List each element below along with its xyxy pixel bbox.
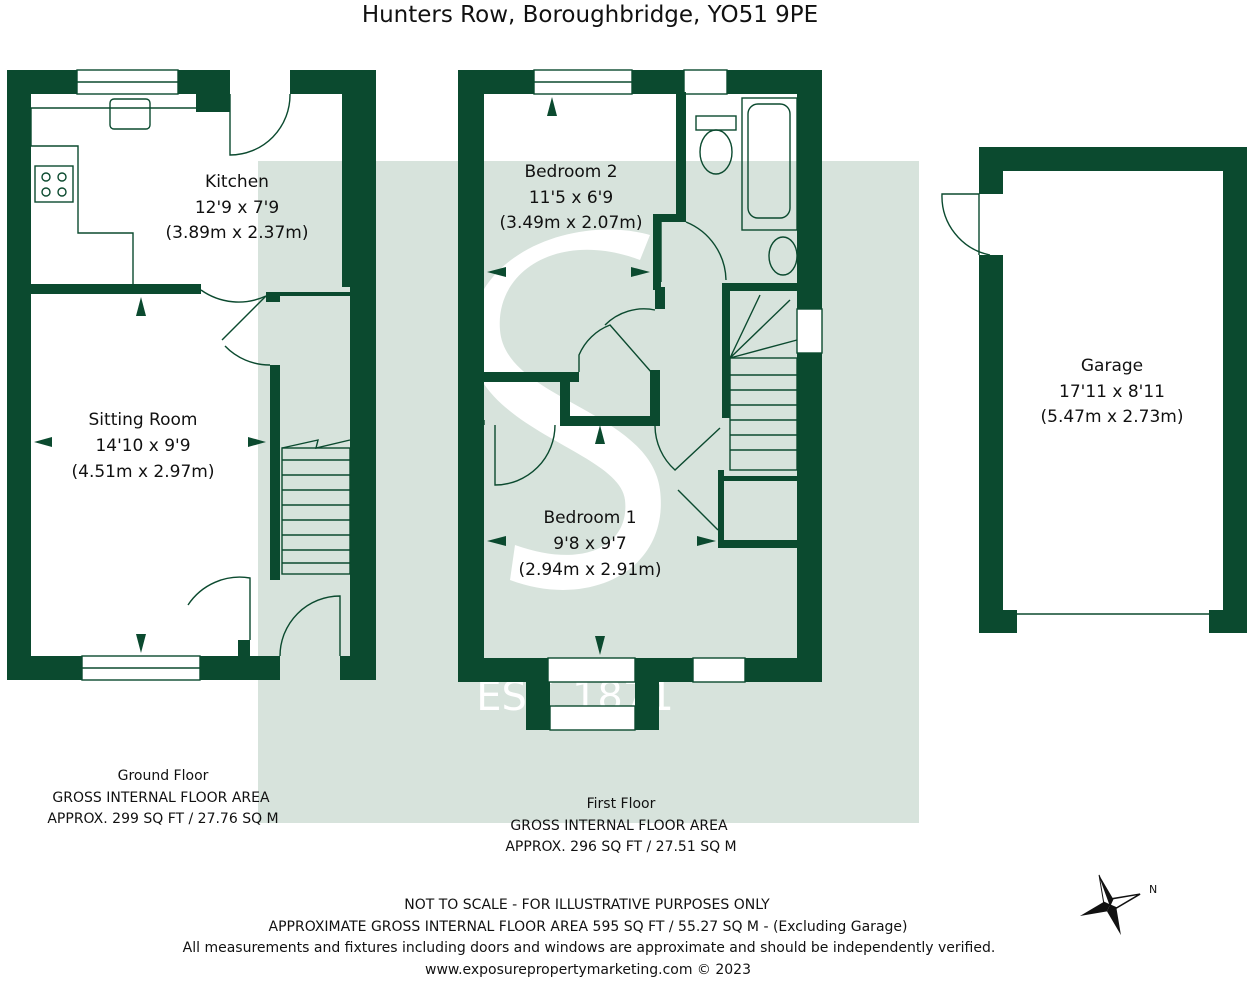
bedroom2-name: Bedroom 2 [524, 162, 617, 182]
sitting-imperial: 14'10 x 9'9 [95, 436, 190, 456]
footer-website: www.exposurepropertymarketing.com © 2023 [425, 962, 751, 978]
room-label-garage: Garage 17'11 x 8'11 (5.47m x 2.73m) [1041, 356, 1184, 427]
sitting-metric: (4.51m x 2.97m) [72, 462, 215, 482]
compass-icon [1079, 874, 1141, 936]
ground-floor-plan [7, 69, 376, 681]
bedroom1-metric: (2.94m x 2.91m) [519, 560, 662, 580]
ground-floor-area: Ground Floor GROSS INTERNAL FLOOR AREA A… [47, 768, 278, 827]
ground-floor-approx: APPROX. 299 SQ FT / 27.76 SQ M [47, 811, 278, 827]
room-label-bedroom2: Bedroom 2 11'5 x 6'9 (3.49m x 2.07m) [500, 162, 643, 233]
ground-floor-gia: GROSS INTERNAL FLOOR AREA [52, 790, 270, 806]
bedroom1-name: Bedroom 1 [543, 508, 636, 528]
kitchen-imperial: 12'9 x 7'9 [195, 198, 279, 218]
plan-title: Hunters Row, Boroughbridge, YO51 9PE [362, 2, 818, 28]
room-label-bedroom1: Bedroom 1 9'8 x 9'7 (2.94m x 2.91m) [519, 508, 662, 580]
footer-disclaimer: NOT TO SCALE - FOR ILLUSTRATIVE PURPOSES… [404, 897, 770, 913]
first-floor-plan [458, 69, 823, 731]
footer-note: All measurements and fixtures including … [183, 940, 996, 956]
garage-imperial: 17'11 x 8'11 [1059, 382, 1165, 402]
kitchen-name: Kitchen [205, 172, 269, 192]
ground-stairs [281, 439, 351, 575]
first-stairs [729, 294, 798, 471]
first-floor-gia: GROSS INTERNAL FLOOR AREA [510, 818, 728, 834]
ground-floor-name: Ground Floor [118, 768, 209, 784]
bedroom2-metric: (3.49m x 2.07m) [500, 213, 643, 233]
bedroom2-imperial: 11'5 x 6'9 [529, 188, 613, 208]
footer: NOT TO SCALE - FOR ILLUSTRATIVE PURPOSES… [183, 897, 996, 978]
first-floor-approx: APPROX. 296 SQ FT / 27.51 SQ M [505, 839, 736, 855]
garage-name: Garage [1081, 356, 1143, 376]
room-label-kitchen: Kitchen 12'9 x 7'9 (3.89m x 2.37m) [166, 172, 309, 243]
first-floor-area: First Floor GROSS INTERNAL FLOOR AREA AP… [505, 796, 736, 855]
garage-metric: (5.47m x 2.73m) [1041, 407, 1184, 427]
compass-north-label: N [1149, 883, 1157, 896]
first-floor-name: First Floor [587, 796, 656, 812]
footer-total-area: APPROXIMATE GROSS INTERNAL FLOOR AREA 59… [269, 919, 908, 935]
kitchen-metric: (3.89m x 2.37m) [166, 223, 309, 243]
sitting-name: Sitting Room [89, 410, 198, 430]
room-label-sitting: Sitting Room 14'10 x 9'9 (4.51m x 2.97m) [72, 410, 215, 482]
bedroom1-imperial: 9'8 x 9'7 [553, 534, 626, 554]
garage-plan [941, 147, 1247, 633]
